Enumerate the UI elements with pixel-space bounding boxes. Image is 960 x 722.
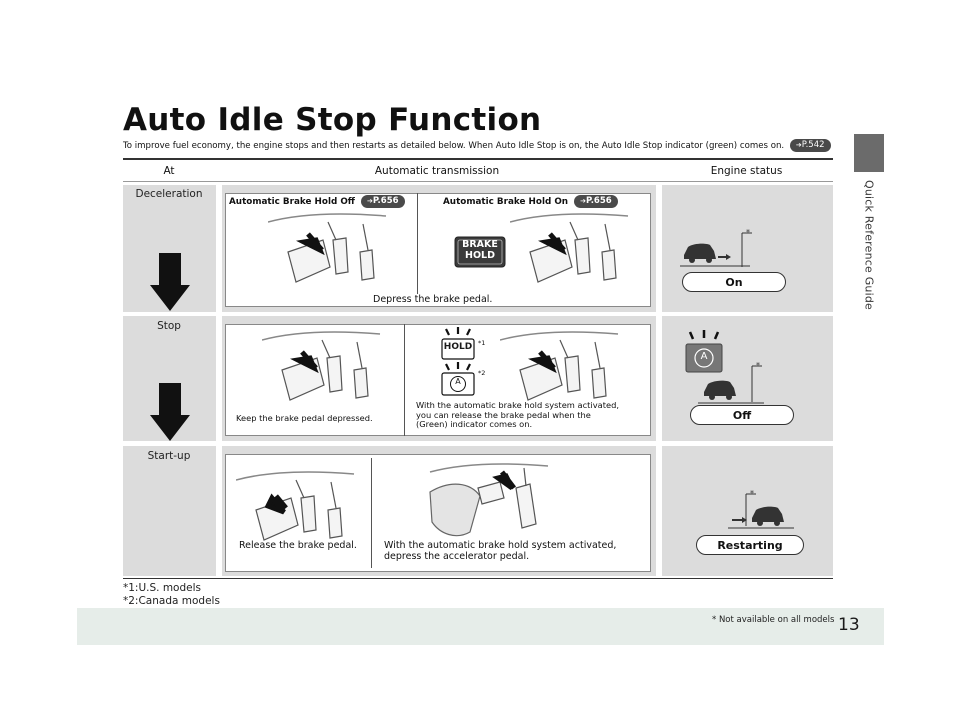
arrow-icon: ➔ — [367, 197, 373, 205]
page-ref-label: P.656 — [586, 196, 612, 206]
brake-pedal-illustration — [268, 213, 387, 283]
engine-status-on: On — [682, 272, 786, 292]
page-ref-label: P.656 — [372, 196, 399, 206]
startup-caption-line1: With the automatic brake hold system act… — [384, 540, 617, 551]
header-engine-status: Engine status — [710, 165, 783, 177]
hold-badge-text: HOLD — [443, 342, 473, 352]
table-top-rule — [123, 158, 833, 160]
page-title: Auto Idle Stop Function — [123, 102, 542, 138]
auto-symbol-text: A — [455, 377, 461, 386]
brake-hold-off-header: Automatic Brake Hold Off ➔P.656 — [229, 195, 405, 208]
auto-hold-indicator-icon — [441, 362, 475, 396]
row-startup-label-cell — [123, 446, 216, 576]
stop-left-caption: Keep the brake pedal depressed. — [236, 413, 373, 423]
intro-body: To improve fuel economy, the engine stop… — [123, 141, 785, 151]
stop-caption-line3: (Green) indicator comes on. — [416, 419, 533, 430]
brake-badge-line1: BRAKE — [462, 239, 498, 250]
down-arrow-icon — [150, 253, 190, 311]
engine-status-off: Off — [690, 405, 794, 425]
brake-pedal-illustration — [510, 213, 629, 283]
availability-note: * Not available on all models — [712, 615, 835, 625]
header-transmission: Automatic transmission — [374, 165, 500, 177]
stop-caption-line1: With the automatic brake hold system act… — [416, 400, 619, 410]
header-rule — [123, 181, 833, 182]
table-bottom-rule — [123, 578, 833, 579]
brake-hold-on-label: Automatic Brake Hold On — [443, 197, 569, 207]
brake-hold-off-label: Automatic Brake Hold Off — [229, 197, 355, 207]
accelerator-pedal-illustration — [429, 463, 549, 537]
brake-pedal-illustration — [262, 331, 381, 401]
engine-status-restarting: Restarting — [696, 535, 804, 555]
startup-caption-line2: depress the accelerator pedal. — [384, 550, 530, 562]
svg-text:*: * — [756, 361, 760, 370]
row-label-stop: Stop — [157, 320, 181, 332]
row-label-deceleration: Deceleration — [135, 188, 203, 200]
startup-right-caption: With the automatic brake hold system act… — [384, 540, 617, 563]
brake-pedal-illustration — [500, 331, 619, 401]
footer-band — [77, 608, 884, 645]
stop-caption-line2: you can release the brake pedal when the — [416, 409, 591, 420]
down-arrow-icon — [150, 383, 190, 441]
startup-left-caption: Release the brake pedal. — [239, 540, 357, 551]
stop-right-caption: With the automatic brake hold system act… — [416, 400, 619, 430]
panel-divider — [404, 324, 405, 436]
footnote-mark-1: *1 — [478, 339, 486, 347]
brake-badge-line2: HOLD — [465, 250, 495, 261]
page-ref-link[interactable]: ➔P.656 — [361, 195, 405, 208]
brake-pedal-illustration — [236, 471, 355, 541]
page-number: 13 — [838, 615, 860, 635]
engine-stopped-icon: * — [685, 330, 764, 404]
brake-hold-badge-text: BRAKE HOLD — [454, 239, 506, 261]
panel-divider — [371, 458, 372, 568]
svg-text:*: * — [750, 489, 754, 498]
intro-text: To improve fuel economy, the engine stop… — [123, 139, 831, 152]
header-at: At — [163, 165, 175, 177]
auto-symbol-status: A — [700, 351, 708, 362]
svg-text:*: * — [746, 228, 750, 237]
page-ref-link[interactable]: ➔P.542 — [789, 139, 831, 152]
panel-divider — [417, 193, 418, 294]
brake-hold-on-header: Automatic Brake Hold On ➔P.656 — [443, 195, 618, 208]
row-label-startup: Start-up — [147, 450, 191, 462]
hold-indicator-icon — [441, 327, 475, 360]
page-ref-label: P.542 — [801, 140, 825, 150]
brake-hold-indicator-icon — [454, 236, 506, 268]
deceleration-caption: Depress the brake pedal. — [373, 294, 493, 305]
car-moving-icon: * — [680, 228, 752, 267]
footnote-canada: *2:Canada models — [123, 595, 220, 607]
car-restarting-icon: * — [728, 489, 794, 529]
footnote-us: *1:U.S. models — [123, 582, 201, 594]
section-tab[interactable] — [854, 134, 884, 172]
arrow-icon: ➔ — [580, 197, 587, 205]
footnote-mark-2: *2 — [478, 369, 486, 377]
section-label: Quick Reference Guide — [862, 180, 876, 310]
page-ref-link[interactable]: ➔P.656 — [574, 195, 618, 208]
arrow-icon: ➔ — [795, 141, 802, 149]
